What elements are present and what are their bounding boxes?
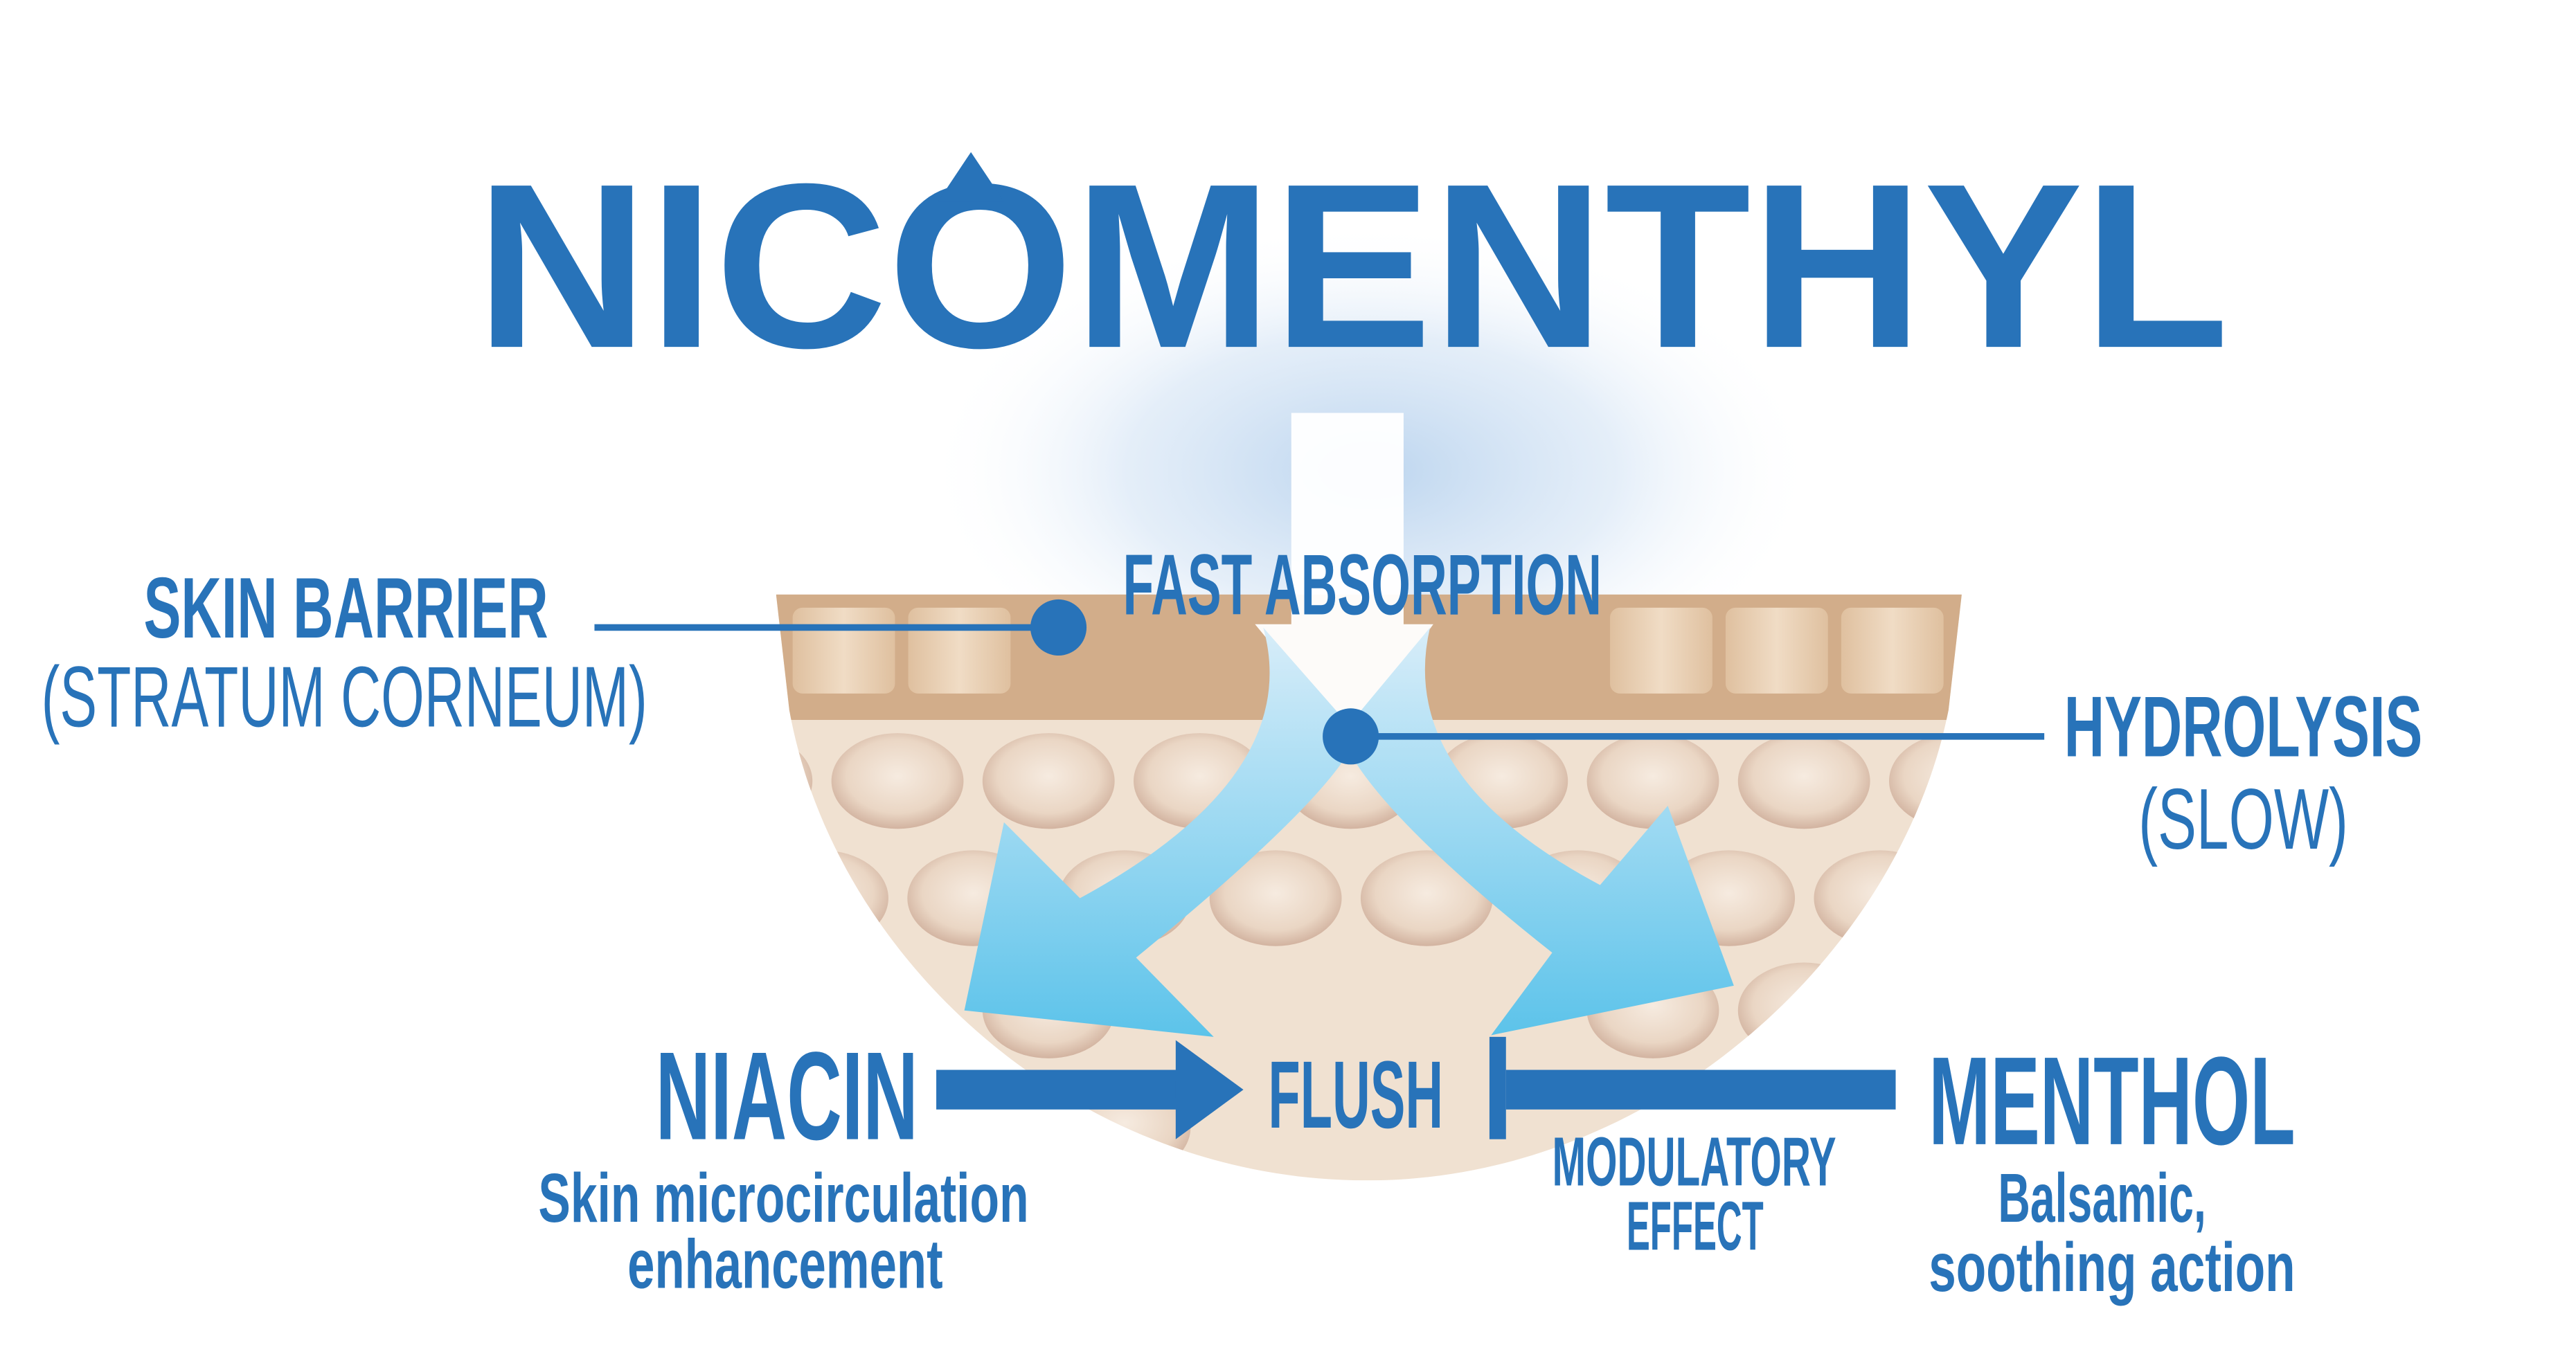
- hydrolysis-label: HYDROLYSIS: [2064, 679, 2422, 775]
- right-absorption-arrow: [1341, 627, 1734, 1036]
- flush-label: FLUSH: [1268, 1042, 1443, 1148]
- corneocyte-cell: [1841, 607, 1944, 694]
- left-absorption-arrow: [964, 627, 1358, 1037]
- skin-cell: [1737, 733, 1870, 829]
- skin-cell: [776, 733, 813, 829]
- skin-barrier-label: SKIN BARRIER: [143, 561, 548, 656]
- corneocyte-cell: [792, 607, 895, 694]
- menthol-inhibition-arrow: [1489, 1036, 1896, 1139]
- modulatory-label-line2: EFFECT: [1627, 1187, 1764, 1265]
- drop-icon: [938, 152, 1004, 202]
- stratum-corneum-cells: [792, 607, 1944, 694]
- niacin-to-flush-arrow: [936, 1040, 1244, 1139]
- skin-cell: [1209, 850, 1342, 946]
- corneocyte-cell: [908, 607, 1011, 694]
- menthol-description-line1: Balsamic,: [1998, 1159, 2206, 1237]
- skin-cell: [982, 733, 1115, 829]
- menthol-label: MENTHOL: [1929, 1031, 2295, 1171]
- corneocyte-cell: [1610, 607, 1712, 694]
- title-text: NICOMENTHYL: [476, 134, 2229, 397]
- niacin-description-line1: Skin microcirculation: [538, 1159, 1028, 1237]
- absorption-channel: [1255, 413, 1433, 740]
- skin-cell: [1737, 962, 1870, 1058]
- corneocyte-cell: [1725, 607, 1828, 694]
- hydrolysis-pointer-line: [1350, 733, 2045, 740]
- skin-barrier-pointer-line: [594, 624, 1059, 631]
- skin-cell: [1586, 733, 1719, 829]
- modulatory-label-line1: MODULATORY: [1553, 1123, 1836, 1200]
- niacin-label: NIACIN: [656, 1027, 918, 1166]
- skin-cell: [831, 733, 964, 829]
- skin-cell: [1814, 850, 1947, 946]
- stratum-corneum-label: (STRATUM CORNEUM): [42, 650, 647, 746]
- logo-title: NICOMENTHYL: [476, 134, 2229, 397]
- hydrolysis-pointer-dot: [1323, 708, 1379, 765]
- slow-label: (SLOW): [2138, 772, 2348, 867]
- niacin-description-line2: enhancement: [627, 1225, 942, 1303]
- menthol-description-line2: soothing action: [1929, 1229, 2295, 1306]
- fast-absorption-label: FAST ABSORPTION: [1123, 537, 1602, 633]
- skin-cell: [1889, 733, 1962, 829]
- skin-barrier-pointer-dot: [1030, 599, 1087, 656]
- skin-cell: [776, 850, 888, 946]
